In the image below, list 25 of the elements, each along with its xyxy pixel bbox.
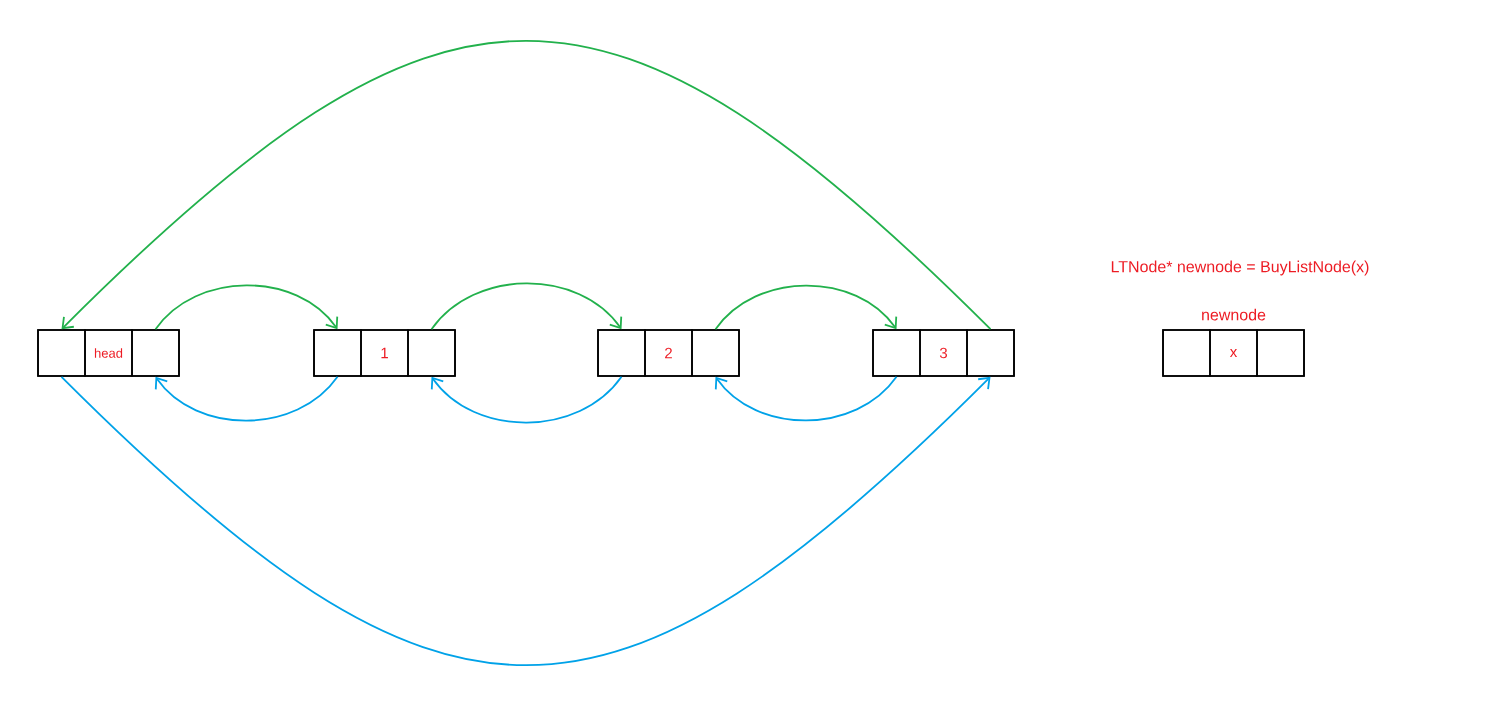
cell (131, 329, 180, 377)
node-label: newnode (1202, 308, 1266, 321)
arrow (714, 284, 898, 331)
cell (597, 329, 646, 377)
arrow (154, 284, 339, 331)
data-cell: 1 (360, 329, 409, 377)
data-cell: 3 (919, 329, 968, 377)
cell (691, 329, 740, 377)
arrow (60, 375, 991, 667)
cell (407, 329, 456, 377)
cell (37, 329, 86, 377)
data-cell: 2 (644, 329, 693, 377)
cell (872, 329, 921, 377)
arrow (714, 375, 898, 422)
data-cell: x (1209, 329, 1258, 377)
cell (966, 329, 1015, 377)
arrow (154, 375, 339, 422)
data-cell: head (84, 329, 133, 377)
arrow (430, 375, 623, 424)
cell (313, 329, 362, 377)
code-text: LTNode* newnode = BuyListNode(x) (1111, 260, 1369, 276)
cell (1256, 329, 1305, 377)
arrow (61, 39, 992, 331)
cell (1162, 329, 1211, 377)
arrow (430, 282, 623, 331)
